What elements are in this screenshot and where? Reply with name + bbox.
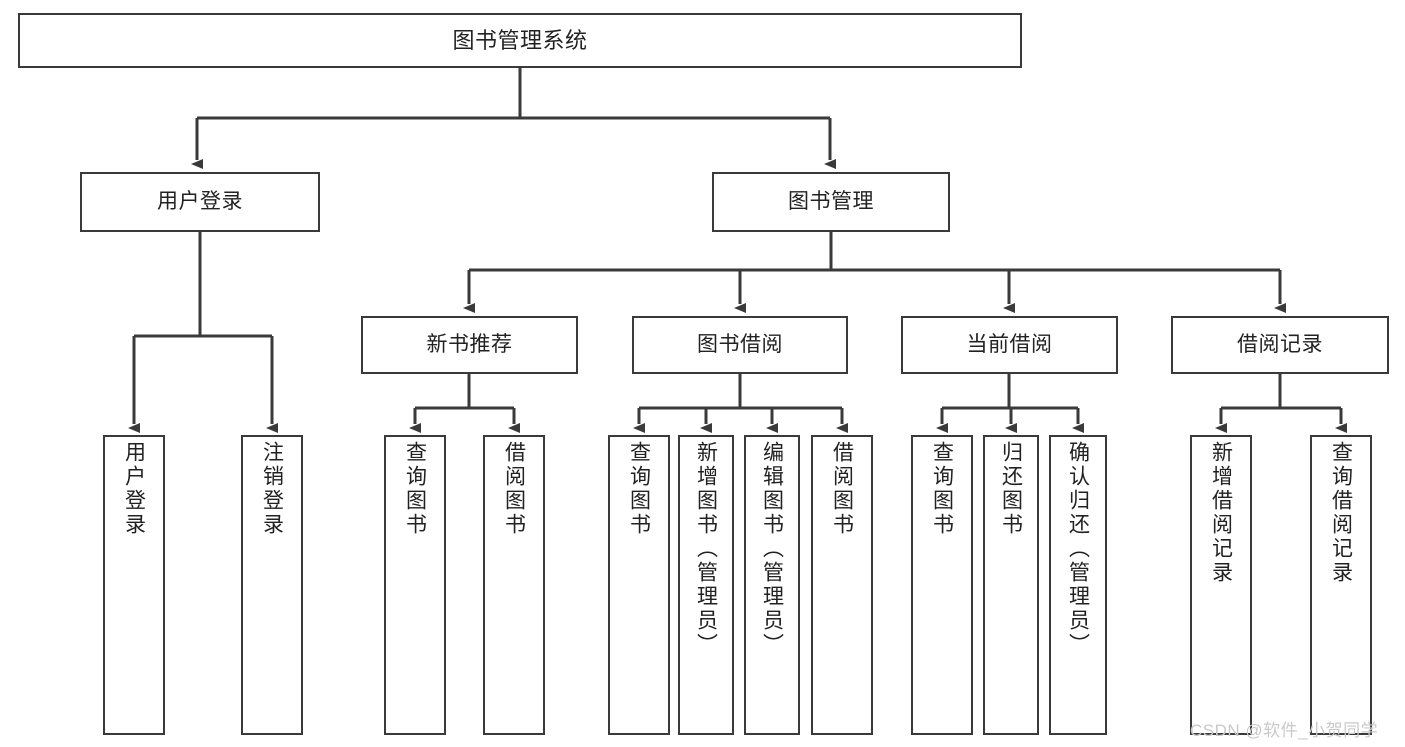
leaf-confirm-return-admin[interactable]: 确认归还（管理员） xyxy=(1049,435,1107,735)
node-current-borrow[interactable]: 当前借阅 xyxy=(901,316,1118,374)
leaf-query-borrow-record[interactable]: 查询借阅记录 xyxy=(1310,435,1372,735)
leaf-query-borrow-record-label: 查询借阅记录 xyxy=(1329,441,1353,585)
leaf-borrow-book-borrow[interactable]: 借阅图书 xyxy=(811,435,873,735)
node-book-borrow-label: 图书借阅 xyxy=(697,332,783,356)
leaf-add-book-admin-label: 新增图书（管理员） xyxy=(694,441,718,657)
leaf-query-book-rec-label: 查询图书 xyxy=(403,441,427,537)
leaf-user-login[interactable]: 用户登录 xyxy=(103,435,165,735)
node-current-borrow-label: 当前借阅 xyxy=(966,332,1053,356)
node-borrow-record-label: 借阅记录 xyxy=(1237,332,1323,356)
leaf-borrow-book-borrow-label: 借阅图书 xyxy=(830,441,854,537)
leaf-logout[interactable]: 注销登录 xyxy=(241,435,303,735)
leaf-add-borrow-record-label: 新增借阅记录 xyxy=(1209,441,1233,585)
leaf-query-book-rec[interactable]: 查询图书 xyxy=(384,435,446,735)
leaf-edit-book-admin-label: 编辑图书（管理员） xyxy=(760,441,784,657)
node-new-book-recommend-label: 新书推荐 xyxy=(426,332,513,356)
leaf-query-book-current[interactable]: 查询图书 xyxy=(911,435,973,735)
leaf-add-book-admin[interactable]: 新增图书（管理员） xyxy=(678,435,734,735)
leaf-user-login-label: 用户登录 xyxy=(122,441,146,537)
node-book-borrow[interactable]: 图书借阅 xyxy=(632,316,848,374)
leaf-borrow-book-rec[interactable]: 借阅图书 xyxy=(483,435,545,735)
node-borrow-record[interactable]: 借阅记录 xyxy=(1171,316,1389,374)
leaf-edit-book-admin[interactable]: 编辑图书（管理员） xyxy=(744,435,800,735)
leaf-logout-label: 注销登录 xyxy=(260,441,284,537)
leaf-return-book[interactable]: 归还图书 xyxy=(983,435,1039,735)
leaf-add-borrow-record[interactable]: 新增借阅记录 xyxy=(1190,435,1252,735)
leaf-query-book-current-label: 查询图书 xyxy=(930,441,954,537)
leaf-confirm-return-admin-label: 确认归还（管理员） xyxy=(1066,441,1090,657)
node-book-management[interactable]: 图书管理 xyxy=(712,172,950,232)
node-new-book-recommend[interactable]: 新书推荐 xyxy=(361,316,578,374)
node-user-login[interactable]: 用户登录 xyxy=(80,172,320,232)
leaf-query-book-borrow[interactable]: 查询图书 xyxy=(608,435,670,735)
leaf-return-book-label: 归还图书 xyxy=(999,441,1023,537)
leaf-borrow-book-rec-label: 借阅图书 xyxy=(502,441,526,537)
node-user-login-label: 用户登录 xyxy=(157,189,243,213)
node-root-label: 图书管理系统 xyxy=(452,27,588,53)
node-root[interactable]: 图书管理系统 xyxy=(18,13,1022,68)
node-book-management-label: 图书管理 xyxy=(788,189,874,213)
leaf-query-book-borrow-label: 查询图书 xyxy=(627,441,651,537)
watermark: CSDN @软件_小贺同学 xyxy=(1190,721,1379,740)
